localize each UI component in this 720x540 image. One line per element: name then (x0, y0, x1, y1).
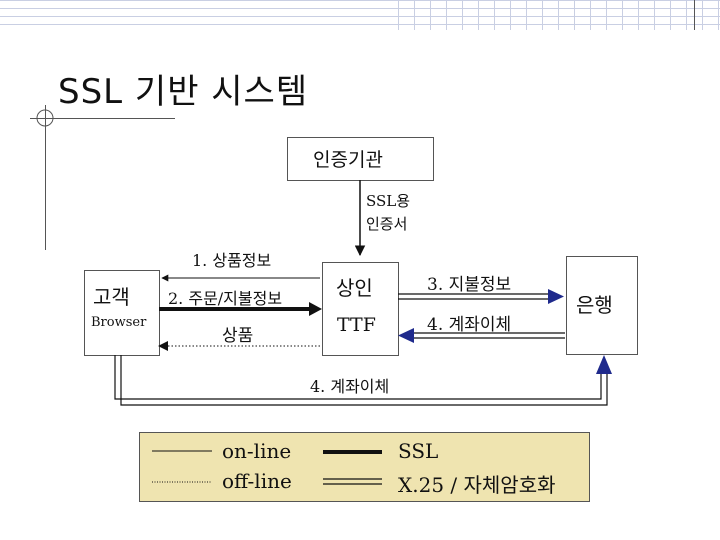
page-title: SSL 기반 시스템 (58, 72, 309, 112)
ssl-cert-label-line1: SSL용 (366, 192, 411, 210)
merchant-box (322, 262, 399, 356)
step1-label: 1. 상품정보 (192, 251, 272, 270)
bank-box (566, 256, 638, 355)
step3-arrow (398, 289, 564, 304)
step4-merchant-label: 4. 계좌이체 (427, 315, 512, 335)
goods-arrow (158, 341, 320, 351)
ssl-cert-label-line2: 인증서 (366, 215, 408, 233)
legend-offline-label: off-line (222, 469, 292, 493)
ca-label: 인증기관 (313, 149, 383, 171)
customer-label: 고객 (93, 285, 130, 309)
top-right-rule (694, 0, 695, 30)
step4-customer-label: 4. 계좌이체 (310, 377, 390, 396)
merchant-label: 상인 (336, 276, 373, 300)
background-grid (0, 0, 720, 30)
customer-box (84, 270, 160, 356)
step2-arrow (159, 302, 322, 316)
step4-merchant-arrow (398, 328, 565, 343)
step2-label: 2. 주문/지불정보 (168, 289, 283, 308)
legend-ssl-label: SSL (398, 439, 439, 463)
ttf-label: TTF (337, 314, 376, 336)
legend-x25-label: X.25 / 자체암호화 (398, 473, 556, 497)
bank-label: 은행 (576, 293, 613, 317)
goods-label: 상품 (222, 326, 254, 346)
step4-customer-bank-loop (114, 355, 608, 406)
step3-label: 3. 지불정보 (427, 275, 512, 295)
legend-online-label: on-line (222, 439, 292, 463)
browser-label: Browser (91, 315, 147, 330)
legend-box (139, 432, 590, 502)
